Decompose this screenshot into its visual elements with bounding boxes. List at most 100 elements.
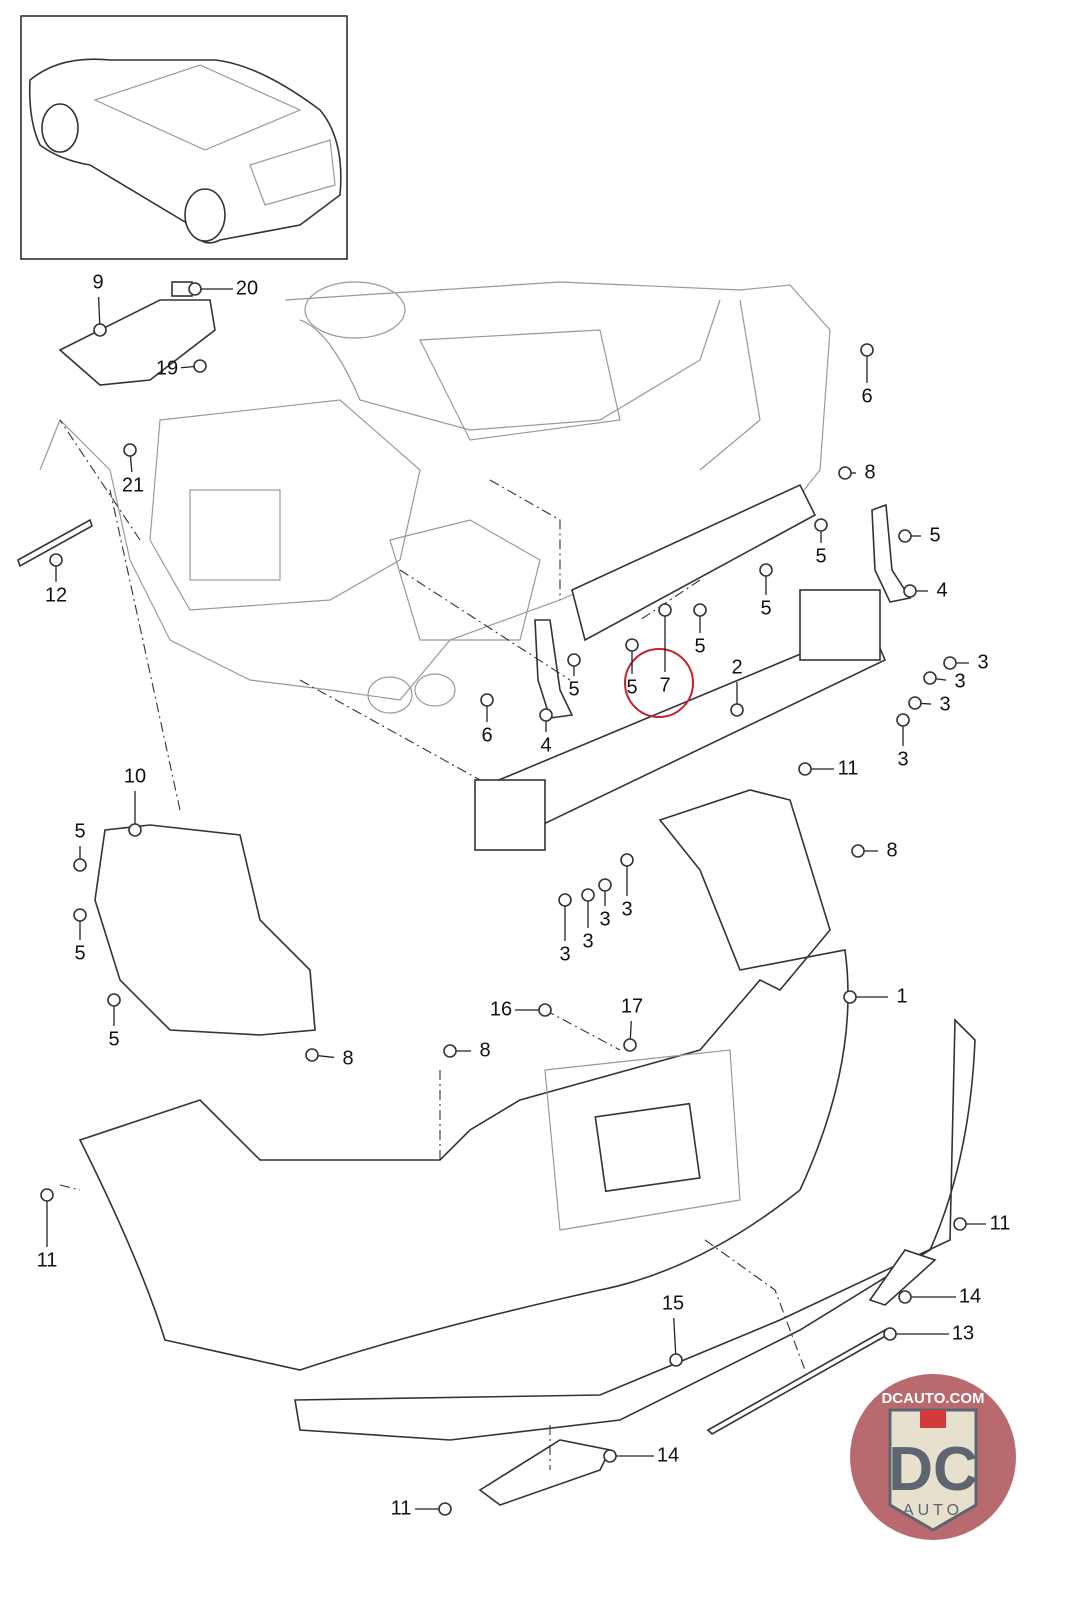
callout-19: 19 <box>156 357 178 379</box>
fastener <box>923 671 937 685</box>
callout-5: 5 <box>568 678 579 700</box>
callout-3: 3 <box>954 670 965 692</box>
callout-3: 3 <box>621 898 632 920</box>
callout-3: 3 <box>559 943 570 965</box>
fastener <box>860 343 874 357</box>
callout-20: 20 <box>236 277 258 299</box>
fastener <box>814 518 828 532</box>
callout-3: 3 <box>582 930 593 952</box>
fastener <box>693 603 707 617</box>
fastener <box>669 1353 683 1367</box>
fastener <box>730 703 744 717</box>
bumper-cover-1 <box>78 789 849 1371</box>
fastener <box>123 443 137 457</box>
callout-5: 5 <box>760 597 771 619</box>
callout-7: 7 <box>659 674 670 696</box>
callout-3: 3 <box>897 748 908 770</box>
end-piece-14-right <box>868 1249 937 1306</box>
fastener <box>603 1449 617 1463</box>
fastener <box>73 858 87 872</box>
end-piece-14-left <box>478 1439 612 1506</box>
callout-14: 14 <box>657 1444 679 1466</box>
highlight-circle <box>624 648 694 718</box>
fastener <box>128 823 142 837</box>
fastener <box>838 466 852 480</box>
logo-url: DCAUTO.COM <box>881 1390 984 1407</box>
callout-8: 8 <box>864 461 875 483</box>
fastener <box>953 1217 967 1231</box>
bracket-4-right <box>871 503 912 603</box>
callout-11: 11 <box>990 1212 1011 1234</box>
fastener <box>598 878 612 892</box>
trim-12 <box>17 518 93 568</box>
callout-1: 1 <box>896 985 907 1007</box>
vehicle-thumbnail <box>20 15 348 260</box>
fastener <box>40 1188 54 1202</box>
fastener <box>759 563 773 577</box>
callout-5: 5 <box>74 820 85 842</box>
callout-5: 5 <box>108 1028 119 1050</box>
carrier-7 <box>571 483 817 642</box>
assembly-lines <box>59 419 806 1470</box>
callout-6: 6 <box>861 385 872 407</box>
callout-15: 15 <box>662 1292 684 1314</box>
callout-5: 5 <box>929 524 940 546</box>
fastener <box>896 713 910 727</box>
callout-2: 2 <box>731 656 742 678</box>
dcauto-logo: DCAUTO.COM DC AUTO <box>850 1374 1016 1540</box>
callout-6: 6 <box>481 724 492 746</box>
callout-4: 4 <box>540 734 551 756</box>
fastener <box>620 853 634 867</box>
callout-11: 11 <box>37 1249 58 1271</box>
callout-13: 13 <box>952 1322 974 1344</box>
callout-11: 11 <box>838 757 859 779</box>
callout-5: 5 <box>626 676 637 698</box>
fastener <box>305 1048 319 1062</box>
leader-line <box>673 1317 677 1361</box>
callout-21: 21 <box>122 474 144 496</box>
fastener <box>908 696 922 710</box>
fastener <box>93 323 107 337</box>
fastener <box>581 888 595 902</box>
fastener <box>538 1003 552 1017</box>
callout-4: 4 <box>936 579 947 601</box>
callout-8: 8 <box>479 1039 490 1061</box>
fastener <box>188 282 202 296</box>
fastener <box>49 553 63 567</box>
parts <box>17 281 976 1506</box>
callout-12: 12 <box>45 584 67 606</box>
fastener <box>567 653 581 667</box>
bracket-10 <box>94 824 316 1036</box>
fastener <box>480 693 494 707</box>
fastener <box>625 638 639 652</box>
fastener <box>898 1290 912 1304</box>
callout-8: 8 <box>886 839 897 861</box>
fastener <box>843 990 857 1004</box>
fastener <box>438 1502 452 1516</box>
fastener <box>898 529 912 543</box>
fastener <box>623 1038 637 1052</box>
fastener <box>193 359 207 373</box>
callout-3: 3 <box>939 693 950 715</box>
callout-17: 17 <box>621 995 643 1017</box>
fastener <box>443 1044 457 1058</box>
fastener <box>73 908 87 922</box>
fastener <box>558 893 572 907</box>
logo-letters: DC <box>888 1435 978 1504</box>
callout-16: 16 <box>490 998 512 1020</box>
callout-10: 10 <box>124 765 146 787</box>
fastener <box>798 762 812 776</box>
fastener <box>107 993 121 1007</box>
logo-sub: AUTO <box>903 1502 963 1519</box>
fastener <box>883 1327 897 1341</box>
callout-9: 9 <box>92 271 103 293</box>
callout-5: 5 <box>815 545 826 567</box>
callout-8: 8 <box>342 1047 353 1069</box>
callout-14: 14 <box>959 1285 981 1307</box>
fastener <box>539 708 553 722</box>
callout-5: 5 <box>694 635 705 657</box>
fastener <box>851 844 865 858</box>
fastener <box>658 603 672 617</box>
